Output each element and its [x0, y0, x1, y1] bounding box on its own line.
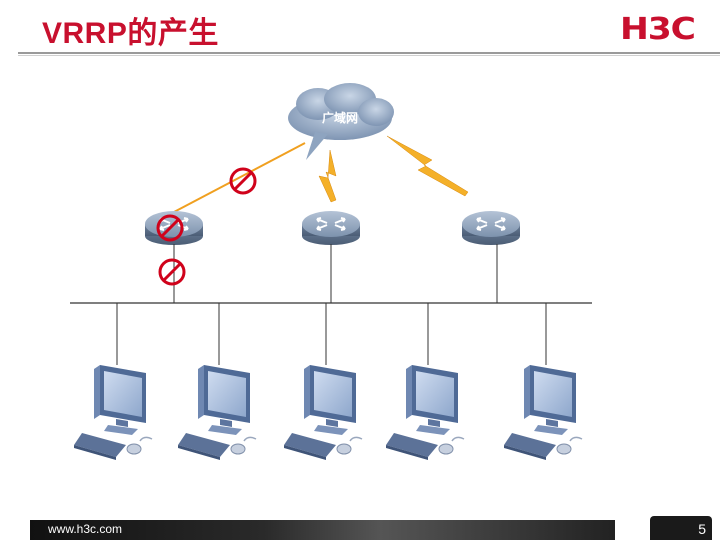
wan-cloud: 广域网 — [288, 83, 394, 160]
pc-5 — [503, 364, 583, 461]
link-router2-wan — [318, 149, 337, 203]
title-divider — [18, 52, 720, 54]
wan-cloud-label: 广域网 — [322, 110, 358, 125]
router-3 — [461, 210, 521, 246]
h3c-logo: H3C — [620, 12, 696, 47]
title-divider-shadow — [18, 55, 720, 56]
footer-url[interactable]: www.h3c.com — [48, 522, 123, 536]
router-2 — [301, 210, 361, 246]
pc-4 — [385, 364, 465, 461]
slide-title: VRRP的产生 — [42, 17, 219, 50]
failure-icon-lan-link — [158, 258, 186, 286]
pc-3 — [283, 364, 363, 461]
link-router1-wan — [173, 142, 306, 213]
pc-1 — [73, 364, 153, 461]
footer-bar: www.h3c.com — [30, 520, 615, 540]
link-router3-wan — [386, 135, 469, 197]
page-number-box: 5 — [650, 516, 712, 540]
pc-2 — [177, 364, 257, 461]
page-number: 5 — [698, 521, 706, 537]
